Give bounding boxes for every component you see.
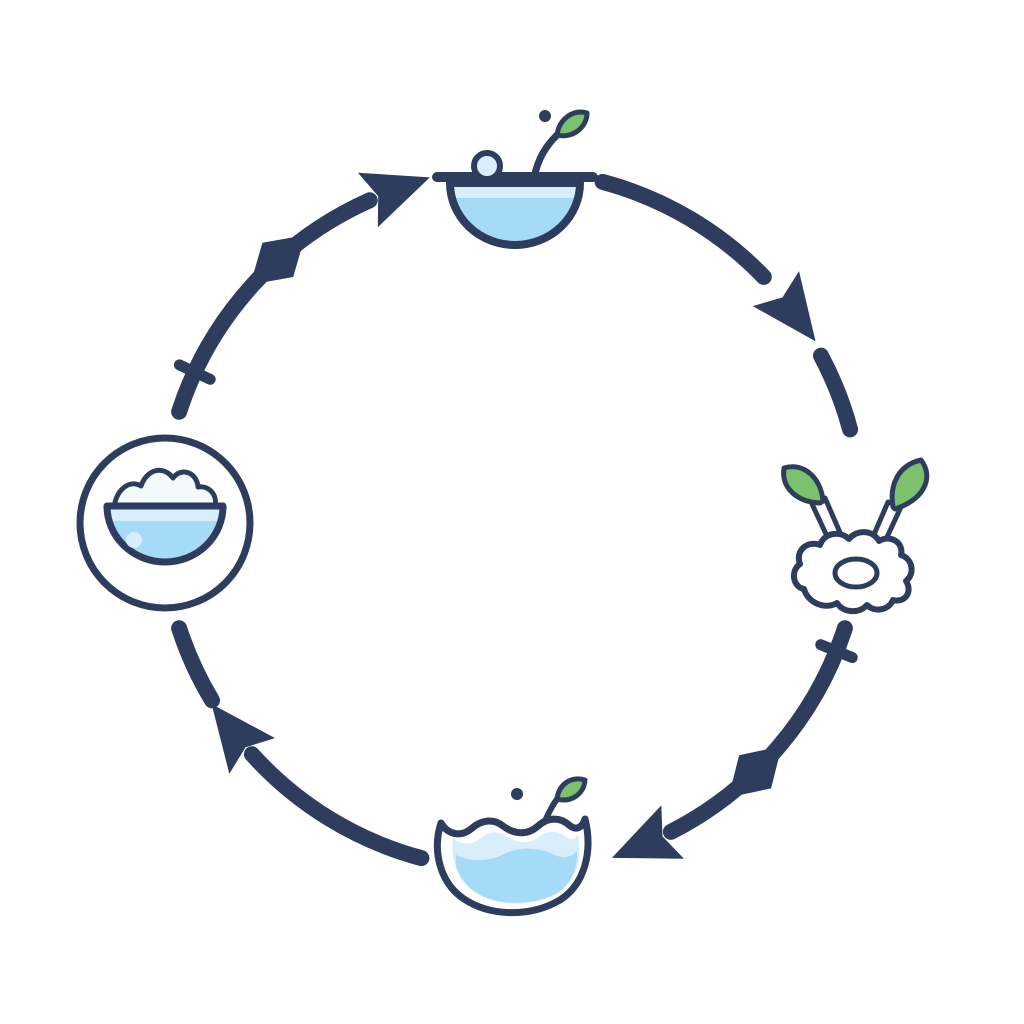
bowl-outline <box>103 502 227 566</box>
seed-icon <box>471 150 503 182</box>
bowl-outline <box>446 179 584 249</box>
leaf-icon-right <box>889 457 930 512</box>
arc-segment <box>813 347 859 438</box>
connector-top-to-right <box>594 173 859 438</box>
seed-dot <box>539 110 551 122</box>
node-left-circled-bowl-icon <box>76 434 254 612</box>
leaf-icon <box>554 776 588 803</box>
arc-segment <box>594 173 772 285</box>
bowl-water <box>450 183 580 245</box>
node-right-twin-sprouts-icon <box>781 457 930 615</box>
seed-dot <box>511 788 523 800</box>
arc-segment <box>243 746 430 867</box>
tick-mark <box>173 359 216 385</box>
node-bottom-wavy-bowl-icon <box>433 776 592 917</box>
arc-segment <box>662 620 853 840</box>
mound <box>111 467 218 511</box>
leaf-icon <box>554 109 590 139</box>
tick-mark <box>815 639 858 663</box>
connector-right-to-bottom <box>600 620 858 885</box>
connector-left-to-top <box>171 150 440 420</box>
arrowhead-icon <box>357 150 440 228</box>
seed-egg <box>832 556 880 590</box>
leaf-icon-left <box>781 464 826 506</box>
arc-segment <box>171 620 220 709</box>
arrowhead-icon <box>600 805 684 885</box>
sprout-stem <box>530 131 561 182</box>
node-top-seedling-bowl-icon <box>432 109 598 249</box>
connector-bottom-to-left <box>171 620 430 867</box>
water-bubble <box>126 532 142 548</box>
water-deep <box>455 848 578 903</box>
water-highlight <box>107 506 223 521</box>
